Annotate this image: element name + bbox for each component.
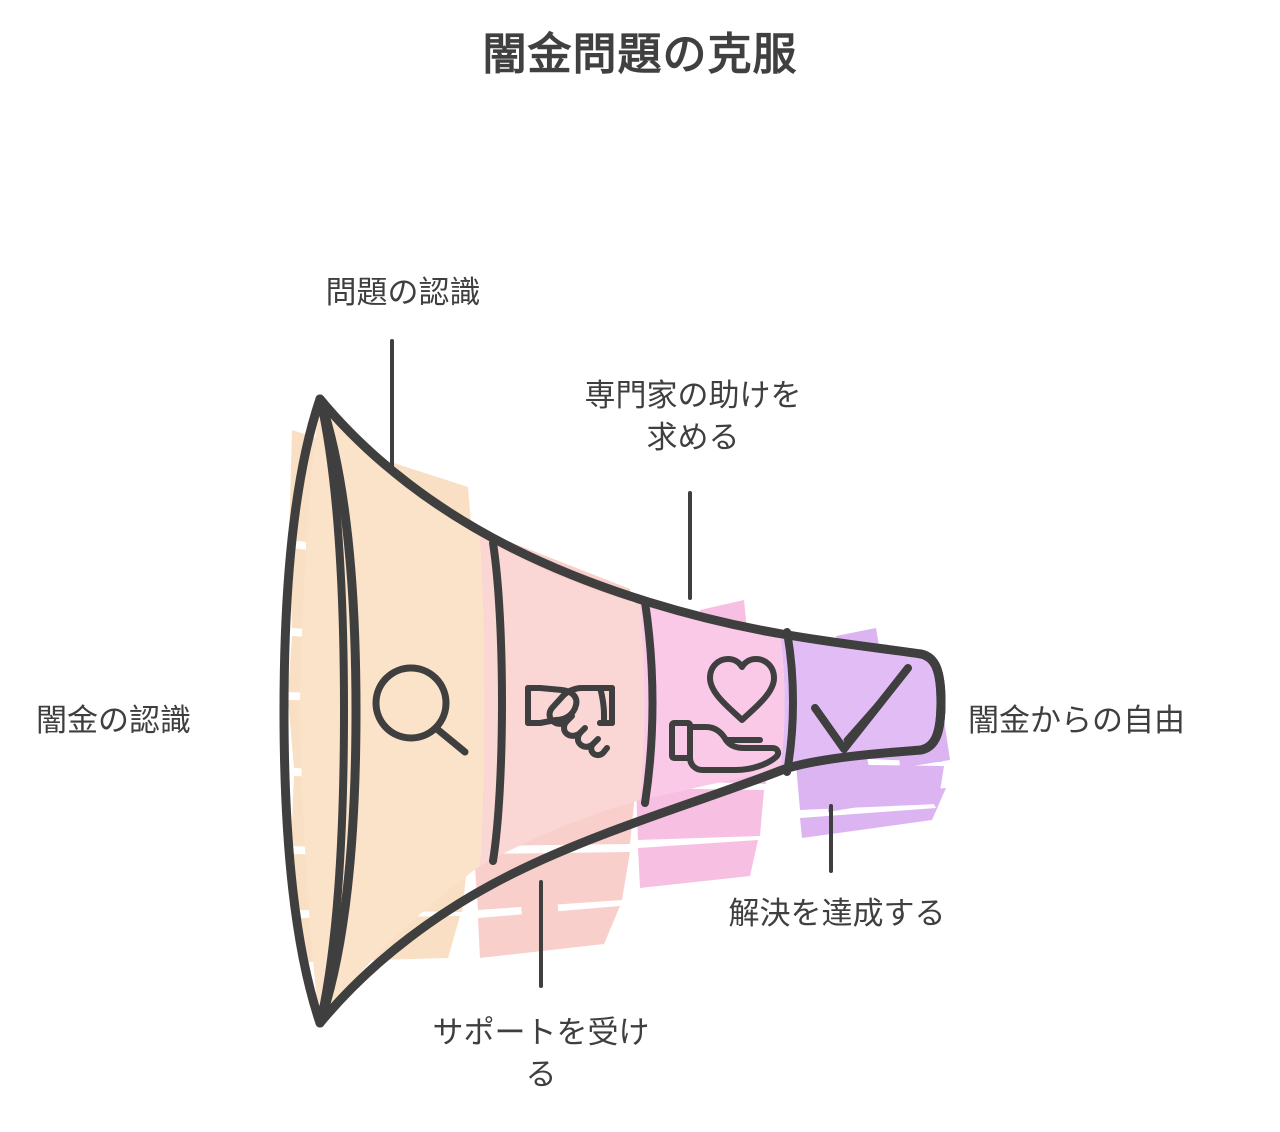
- funnel-divider-3: [783, 628, 797, 776]
- magnifier-icon: [372, 664, 469, 756]
- check-icon: [811, 664, 912, 753]
- heart-in-hand-icon: [669, 656, 782, 773]
- funnel-outlet-cap: [916, 649, 946, 755]
- handshake-icon: [525, 685, 615, 759]
- page-title: 闇金問題の克服: [482, 30, 798, 79]
- connector-layer: [390, 339, 833, 988]
- stage-label-receive-support: サポートを受け る: [432, 1015, 650, 1092]
- stage-label-problem-recognition: 問題の認識: [325, 275, 481, 310]
- stage-label-seek-professional-help: 専門家の助けを 求める: [584, 378, 802, 455]
- funnel-end-label: 闇金からの自由: [968, 703, 1185, 738]
- stage-label-achieve-resolution: 解決を達成する: [728, 896, 946, 931]
- band-fill-stage-4: [780, 634, 941, 770]
- funnel-divider-1: [489, 539, 506, 865]
- funnel-mouth-inner: [316, 395, 348, 1027]
- funnel-divider-2: [641, 598, 657, 807]
- icon-layer: [372, 656, 912, 773]
- funnel-start-label: 闇金の認識: [36, 703, 191, 738]
- funnel-outline-layer: [279, 394, 946, 1028]
- band-fill-stage-2: [480, 537, 645, 866]
